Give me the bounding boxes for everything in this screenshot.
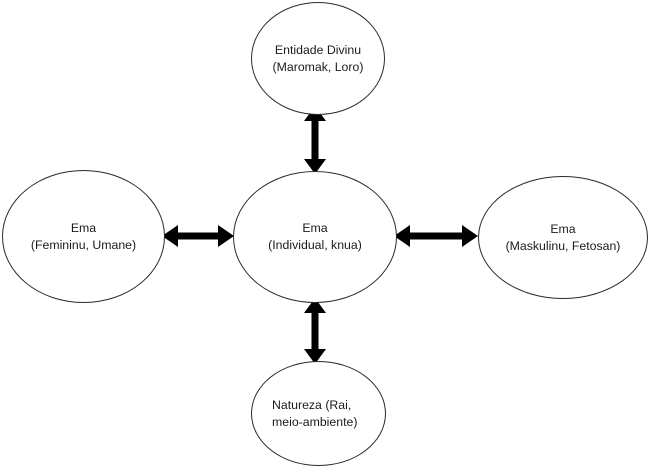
node-entidade-divinu-line-1: Entidade Divinu [274,42,362,57]
node-ema-maskulinu-line-1: Ema [550,221,576,236]
node-natureza-line-1: Natureza (Rai, [272,397,352,412]
node-ema-maskulinu-line-2: (Maskulinu, Fetosan) [505,238,621,253]
double-arrow-icon-center-right [394,222,478,250]
double-arrow-icon-center-top [300,106,330,174]
node-ema-individual-line-2: (Individual, knua) [268,238,362,252]
node-ema-individual-line-1: Ema [302,221,328,236]
double-arrow-icon-center-bottom [300,298,330,364]
node-ema-femininu[interactable]: Ema (Femininu, Umane) [2,170,165,303]
node-natureza[interactable]: Natureza (Rai, meio-ambiente) [251,361,386,466]
node-ema-femininu-line-2: (Femininu, Umane) [30,237,137,252]
double-arrow-icon-center-left [162,222,234,250]
node-natureza-line-2: meio-ambiente) [272,414,358,429]
node-ema-individual[interactable]: Ema (Individual, knua) [233,171,397,303]
node-ema-femininu-line-1: Ema [70,220,97,235]
node-ema-maskulinu[interactable]: Ema (Maskulinu, Fetosan) [478,176,648,299]
node-entidade-divinu-line-2: (Maromak, Loro) [272,59,364,74]
node-entidade-divinu[interactable]: Entidade Divinu (Maromak, Loro) [251,2,385,115]
